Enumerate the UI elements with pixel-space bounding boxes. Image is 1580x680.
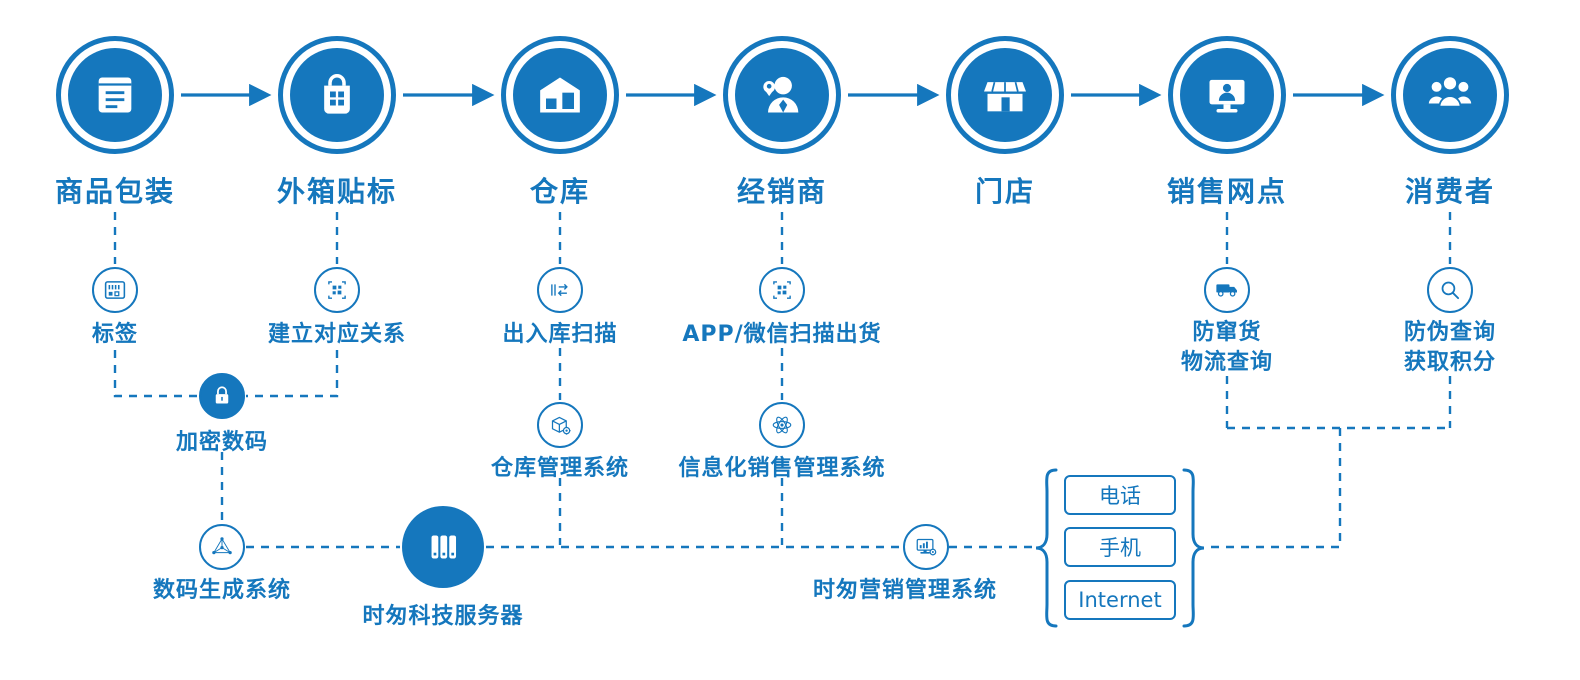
flow-node-distributor (723, 36, 841, 154)
storefront-icon (958, 48, 1052, 142)
anti-diversion-label-line2: 物流查询 (1180, 350, 1274, 375)
flow-node-warehouse (501, 36, 619, 154)
qr-scan-icon (314, 267, 360, 313)
flow-node-label-consumers: 消费者 (1404, 175, 1496, 208)
flow-node-label-sales-outlet: 销售网点 (1166, 175, 1288, 208)
marketing-label: 时匆营销管理系统 (812, 578, 998, 603)
flow-node-store (946, 36, 1064, 154)
server-icon (402, 506, 484, 588)
barcode-tag-icon (92, 267, 138, 313)
box-gear-icon (537, 402, 583, 448)
channel-box-internet: Internet (1064, 580, 1176, 620)
network-icon (199, 524, 245, 570)
anti-fake-label-line1: 防伪查询 (1403, 320, 1497, 345)
wms-label: 仓库管理系统 (490, 456, 630, 481)
search-icon (1427, 267, 1473, 313)
flow-node-label-distributor: 经销商 (736, 175, 828, 208)
sales-sys-label: 信息化销售管理系统 (678, 456, 886, 481)
people-group-icon (1403, 48, 1497, 142)
chart-gear-icon (903, 524, 949, 570)
tag-label: 标签 (91, 322, 139, 347)
channel-box-phone: 电话 (1064, 475, 1176, 515)
encrypt-label: 加密数码 (175, 430, 269, 455)
package-icon (68, 48, 162, 142)
flow-node-sales-outlet (1168, 36, 1286, 154)
flow-node-packaging (56, 36, 174, 154)
flow-node-label-packaging: 商品包装 (54, 175, 176, 208)
lock-icon (199, 373, 245, 419)
flow-node-label-store: 门店 (974, 175, 1036, 208)
anti-diversion-label-line1: 防窜货 (1192, 320, 1262, 345)
flow-node-labeling (278, 36, 396, 154)
mapping-label: 建立对应关系 (267, 322, 407, 347)
flow-node-consumers (1391, 36, 1509, 154)
flow-node-label-warehouse: 仓库 (529, 175, 591, 208)
distributor-person-icon (735, 48, 829, 142)
server-label: 时匆科技服务器 (362, 604, 524, 629)
bag-qr-icon (290, 48, 384, 142)
scan-in-out-icon (537, 267, 583, 313)
monitor-person-icon (1180, 48, 1274, 142)
right-brace (1182, 468, 1205, 628)
app-scan-label: APP/微信扫描出货 (682, 322, 882, 347)
truck-icon (1204, 267, 1250, 313)
channel-box-mobile: 手机 (1064, 527, 1176, 567)
left-brace (1035, 468, 1058, 628)
qr-scan-icon (759, 267, 805, 313)
warehouse-icon (513, 48, 607, 142)
code-gen-label: 数码生成系统 (152, 578, 292, 603)
flow-node-label-labeling: 外箱贴标 (276, 175, 398, 208)
scan-io-label: 出入库扫描 (502, 322, 618, 347)
anti-fake-label-line2: 获取积分 (1403, 350, 1497, 375)
dashed-links-group (113, 212, 1452, 549)
atom-icon (759, 402, 805, 448)
